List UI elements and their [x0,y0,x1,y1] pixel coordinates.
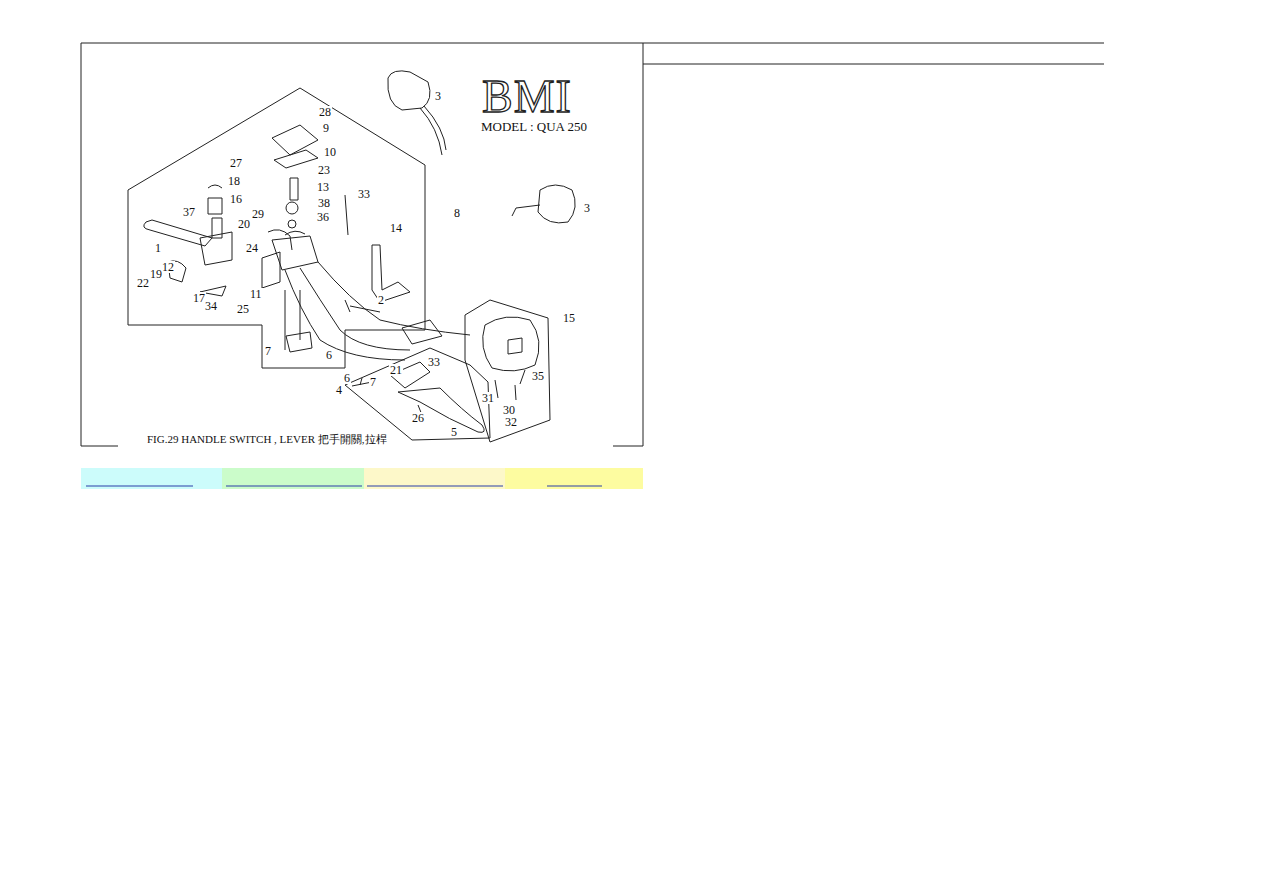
model-name: MODEL : QUA 250 [481,120,587,134]
callout-number: 6 [343,372,351,384]
callout-number: 5 [450,426,458,438]
callout-number: 27 [229,157,243,169]
callout-number: 38 [317,197,331,209]
callout-number: 10 [323,146,337,158]
callout-number: 31 [481,392,495,404]
callout-number: 34 [204,300,218,312]
callout-number: 30 [502,404,516,416]
callout-number: 14 [389,222,403,234]
callout-number: 37 [182,206,196,218]
callout-number: 7 [264,345,272,357]
callout-number: 21 [389,364,403,376]
callout-number: 20 [237,218,251,230]
callout-number: 2 [377,294,385,306]
callout-number: 16 [229,193,243,205]
callout-number: 26 [411,412,425,424]
callout-number: 25 [236,303,250,315]
callout-number: 3 [583,202,591,214]
callout-number: 33 [357,188,371,200]
callout-number: 8 [453,207,461,219]
callout-number: 36 [316,211,330,223]
figure-caption: FIG.29 HANDLE SWITCH , LEVER 把手開關,拉桿 [144,433,390,445]
callout-number: 1 [154,242,162,254]
callout-number: 4 [335,384,343,396]
brand-logo: BMI [482,74,572,120]
callout-number: 23 [317,164,331,176]
callout-number: 9 [322,122,330,134]
callout-number: 29 [251,208,265,220]
callout-number: 35 [531,370,545,382]
callout-number: 28 [318,106,332,118]
callout-number: 18 [227,175,241,187]
callout-number: 13 [316,181,330,193]
callout-number: 32 [504,416,518,428]
callout-number: 15 [562,312,576,324]
callout-number: 6 [325,349,333,361]
callout-number: 33 [427,356,441,368]
callout-number: 24 [245,242,259,254]
callout-number: 7 [369,376,377,388]
callout-number: 11 [249,288,263,300]
callout-number: 3 [434,90,442,102]
callout-number: 19 [149,268,163,280]
callout-number: 12 [161,261,175,273]
callout-number: 22 [136,277,150,289]
